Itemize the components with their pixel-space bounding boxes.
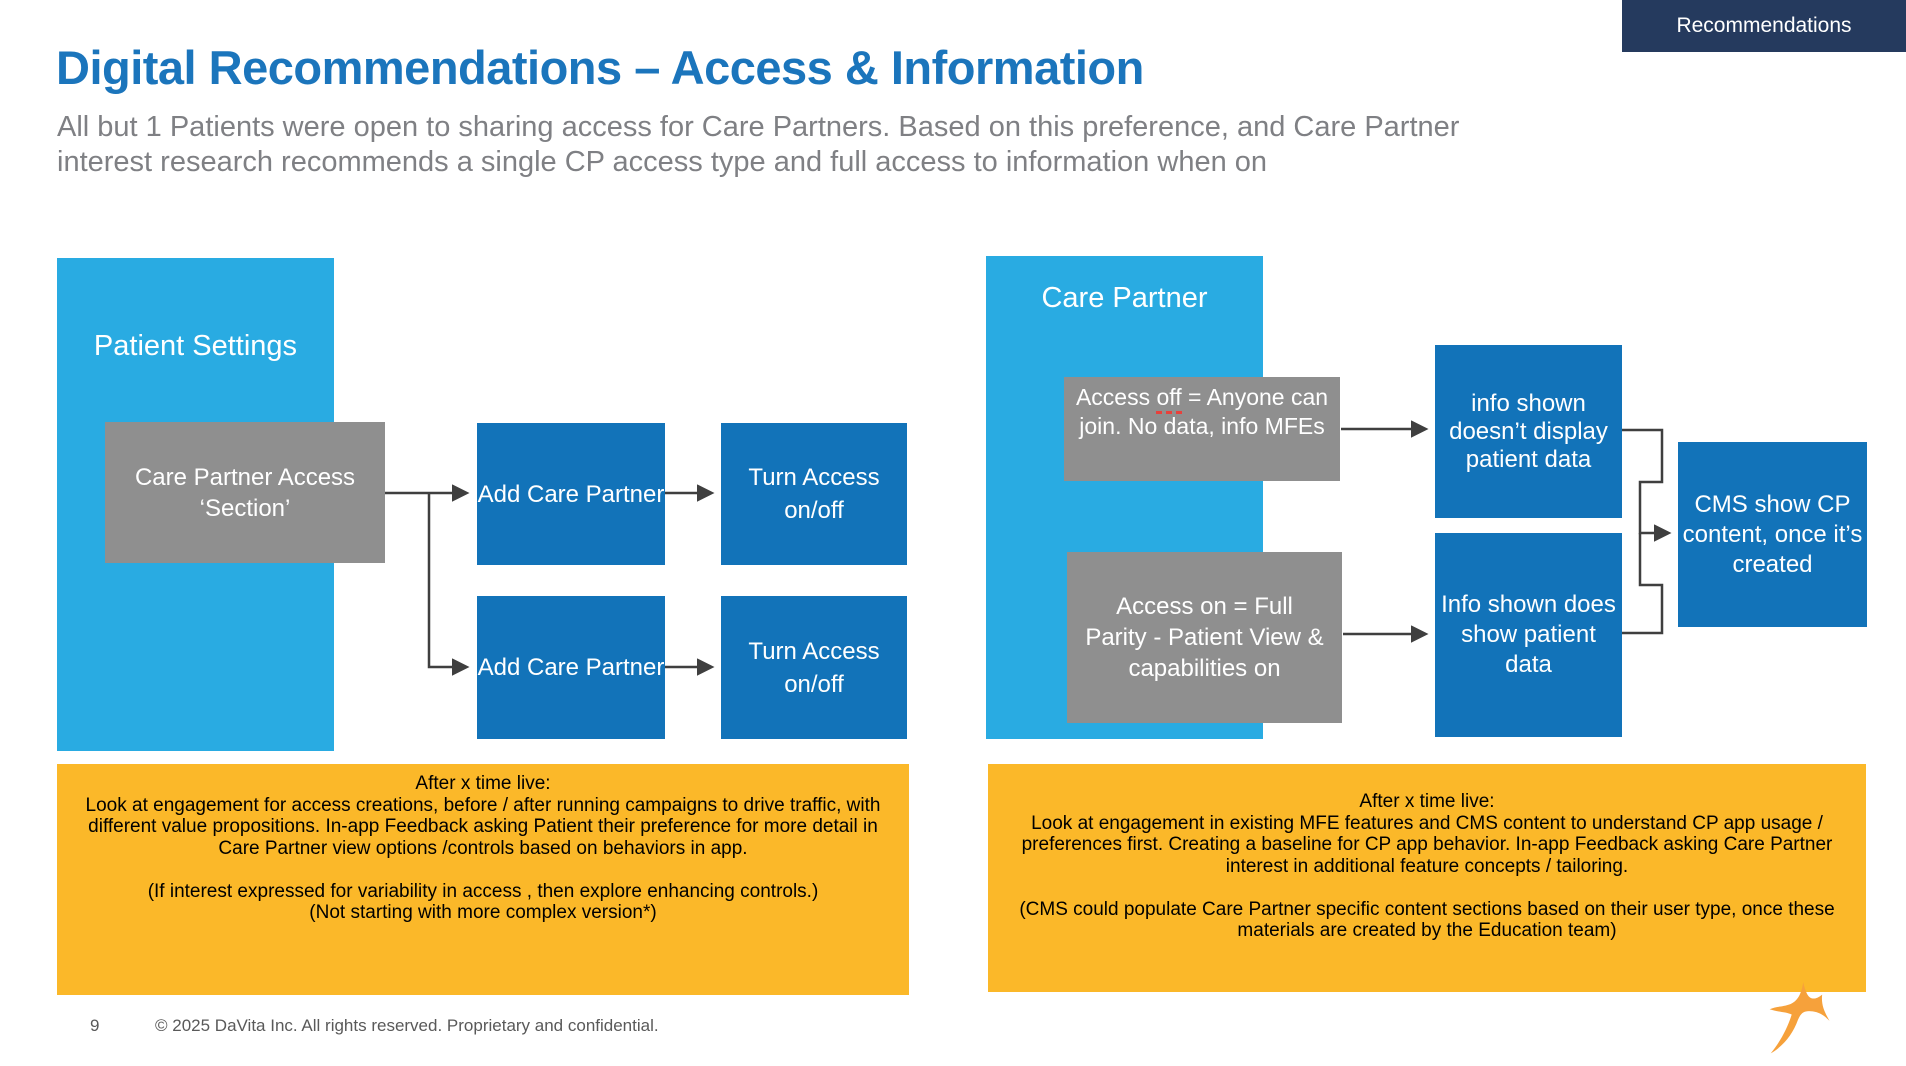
turn-access-box-2: Turn Access on/off <box>721 596 907 739</box>
patient-settings-label: Patient Settings <box>93 330 298 362</box>
care-partner-access-section-box: Care Partner Access ‘Section’ <box>105 422 385 563</box>
care-partner-note-box: After x time live: Look at engagement in… <box>988 764 1866 992</box>
add-care-partner-box-2: Add Care Partner <box>477 596 665 739</box>
patient-note-heading: After x time live: <box>415 773 551 794</box>
access-off-box: Access off = Anyone can join. No data, i… <box>1064 377 1340 481</box>
davita-star-logo <box>1769 982 1830 1054</box>
spacer <box>1018 877 1836 899</box>
cms-content-box: CMS show CP content, once it’s created <box>1678 442 1867 627</box>
connector-gray-to-add2 <box>427 493 470 676</box>
access-off-prefix: Access <box>1075 384 1157 410</box>
page-title: Digital Recommendations – Access & Infor… <box>56 41 1144 94</box>
info-not-shown-box: info shown doesn’t display patient data <box>1435 345 1622 518</box>
spacer <box>83 859 883 881</box>
turn-access-label-1: Turn Access on/off <box>748 464 880 524</box>
connector-outcome2-to-cms <box>1622 533 1664 635</box>
info-shown-label: Info shown does show patient data <box>1441 591 1616 678</box>
info-shown-box: Info shown does show patient data <box>1435 533 1622 737</box>
connector-outcome1-to-cms <box>1622 428 1672 542</box>
page-subtitle: All but 1 Patients were open to sharing … <box>57 111 1460 178</box>
add-care-partner-box-1: Add Care Partner <box>477 423 665 565</box>
misspelled-word: off <box>1156 384 1182 414</box>
add-care-partner-label-1: Add Care Partner <box>477 480 665 508</box>
care-partner-note-caveat: (CMS could populate Care Partner specifi… <box>1019 898 1835 942</box>
patient-settings-panel: Patient Settings <box>57 258 334 751</box>
copyright-text: © 2025 DaVita Inc. All rights reserved. … <box>155 1016 659 1035</box>
patient-note-caveat-2: (Not starting with more complex version*… <box>309 902 657 923</box>
recommendations-badge: Recommendations <box>1622 0 1906 52</box>
patient-note-caveat-1: (If interest expressed for variability i… <box>147 880 819 902</box>
add-care-partner-label-2: Add Care Partner <box>477 654 665 681</box>
turn-access-label-2: Turn Access on/off <box>748 637 880 698</box>
care-partner-access-section-label: Care Partner Access ‘Section’ <box>134 463 356 522</box>
patient-note-body: Look at engagement for access creations,… <box>85 794 881 859</box>
cms-content-label: CMS show CP content, once it’s created <box>1682 490 1863 578</box>
access-on-label: Access on = Full Parity - Patient View &… <box>1085 593 1324 682</box>
care-partner-note-body: Look at engagement in existing MFE featu… <box>1021 812 1833 877</box>
info-not-shown-label: info shown doesn’t display patient data <box>1449 389 1608 473</box>
care-partner-label: Care Partner <box>1041 282 1208 314</box>
access-off-suffix: = Anyone can join. No data, info MFEs <box>1079 384 1329 439</box>
patient-note-box: After x time live: Look at engagement fo… <box>57 764 909 995</box>
care-partner-note-heading: After x time live: <box>1359 791 1495 812</box>
access-on-box: Access on = Full Parity - Patient View &… <box>1067 552 1342 723</box>
page-number: 9 <box>90 1016 100 1035</box>
turn-access-box-1: Turn Access on/off <box>721 423 907 565</box>
